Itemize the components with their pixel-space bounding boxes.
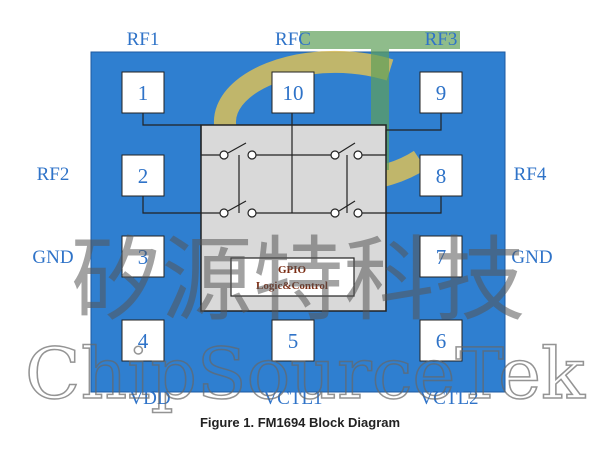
pin-number-10: 10 xyxy=(283,81,304,105)
pin-label-rf2: RF2 xyxy=(37,164,70,185)
pin-number-6: 6 xyxy=(436,329,447,353)
watermark-english: ChipSourceTek xyxy=(25,333,586,415)
internal-wiring xyxy=(142,113,442,214)
pin-number-8: 8 xyxy=(436,164,447,188)
pin-label-vctl1: VCTL1 xyxy=(263,388,322,409)
pin-box-1 xyxy=(121,71,165,114)
pin-label-gnd-left: GND xyxy=(32,247,73,268)
pin-box-7 xyxy=(419,235,463,278)
pin-label-rf3: RF3 xyxy=(425,29,458,50)
pin-label-rf1: RF1 xyxy=(127,29,160,50)
pin-box-4 xyxy=(121,319,165,362)
pin-boxes xyxy=(121,71,463,362)
pin-number-3: 3 xyxy=(138,245,149,269)
pin-box-6 xyxy=(419,319,463,362)
gpio-line1: GPIO xyxy=(278,264,307,276)
pin-label-gnd-right: GND xyxy=(511,247,552,268)
pin-box-3 xyxy=(121,235,165,278)
pin-number-9: 9 xyxy=(436,81,447,105)
pin-label-rfc: RFC xyxy=(275,29,311,50)
switch-contacts xyxy=(219,150,363,218)
pin-number-2: 2 xyxy=(138,164,149,188)
pin-label-vdd: VDD xyxy=(129,388,170,409)
pin-number-5: 5 xyxy=(288,329,299,353)
pin-label-vctl2: VCTL2 xyxy=(419,388,478,409)
pin-box-8 xyxy=(419,154,463,197)
switch-arms xyxy=(227,142,356,212)
gpio-line2: Logic&Control xyxy=(256,280,328,292)
pin-box-5 xyxy=(271,319,315,362)
pin-box-2 xyxy=(121,154,165,197)
pin-number-1: 1 xyxy=(138,81,149,105)
pin-number-4: 4 xyxy=(138,329,149,353)
gpio-block xyxy=(230,257,355,297)
pin-label-rf4: RF4 xyxy=(514,164,547,185)
pin-box-10 xyxy=(271,71,315,114)
watermark-chinese: 矽源特科技 xyxy=(71,227,526,334)
pin-number-7: 7 xyxy=(436,245,447,269)
figure-caption: Figure 1. FM1694 Block Diagram xyxy=(199,415,401,430)
pin-box-9 xyxy=(419,71,463,114)
